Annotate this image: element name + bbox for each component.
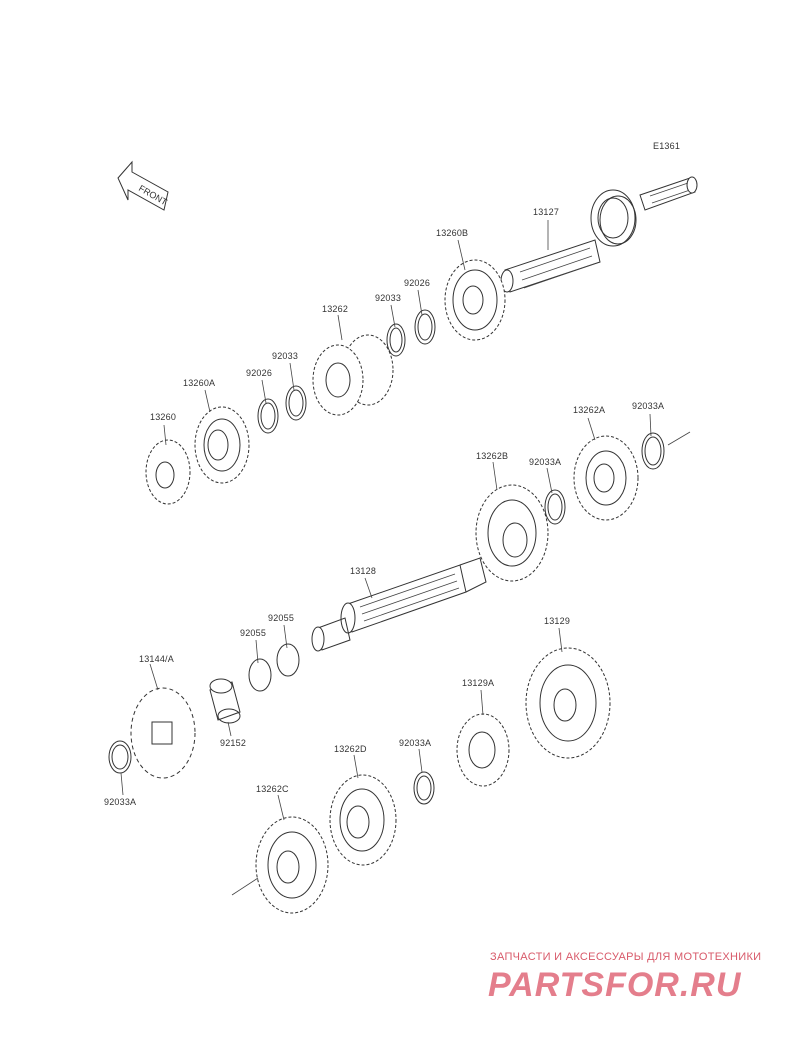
gear-13129-icon xyxy=(525,647,611,759)
label-13144a: 13144/A xyxy=(139,654,174,664)
sprocket-13144a-icon xyxy=(130,687,196,779)
label-92033-upper: 92033 xyxy=(375,293,402,303)
shaft-13127 xyxy=(500,176,698,293)
label-13262d: 13262D xyxy=(334,744,367,754)
label-92026-mid: 92026 xyxy=(246,368,273,378)
label-92055-b: 92055 xyxy=(240,628,267,638)
circlip-92033a-right-icon xyxy=(544,489,566,525)
oring-92055-b-icon xyxy=(248,658,272,692)
gear-13262-icon xyxy=(312,334,394,416)
oring-92055-a-icon xyxy=(276,643,300,677)
label-92033-mid: 92033 xyxy=(272,351,299,361)
watermark-tagline: ЗАПЧАСТИ И АКСЕССУАРЫ ДЛЯ МОТОТЕХНИКИ xyxy=(490,951,762,963)
label-13262b: 13262B xyxy=(476,451,509,461)
label-13128: 13128 xyxy=(350,566,377,576)
label-13260b: 13260B xyxy=(436,228,469,238)
gear-13260-icon xyxy=(145,439,191,505)
label-92033a-left: 92033A xyxy=(104,797,137,807)
ring-92026-mid-icon xyxy=(257,398,279,434)
label-13260: 13260 xyxy=(150,412,177,422)
label-13127: 13127 xyxy=(533,207,560,217)
circlip-92033a-left-icon xyxy=(108,740,132,774)
label-13262c: 13262C xyxy=(256,784,289,794)
gear-13262a-icon xyxy=(573,435,639,521)
label-92033a-lower: 92033A xyxy=(399,738,432,748)
gear-13260b-icon xyxy=(444,259,506,341)
watermark-logo: PARTSFOR.RU xyxy=(488,966,742,1004)
circlip-92033a-upper-icon xyxy=(641,432,665,470)
front-arrow-icon: FRONT xyxy=(117,160,169,211)
label-13260a: 13260A xyxy=(183,378,216,388)
gear-13129a-icon xyxy=(456,713,510,787)
label-13262a: 13262A xyxy=(573,405,606,415)
collar-92152-icon xyxy=(209,678,241,724)
label-92033a-right: 92033A xyxy=(529,457,562,467)
circlip-92033-upper-icon xyxy=(386,323,406,357)
circlip-92033-mid-icon xyxy=(285,385,307,421)
label-13129a: 13129A xyxy=(462,678,495,688)
label-13129: 13129 xyxy=(544,616,571,626)
shaft-13128 xyxy=(311,557,487,652)
circlip-92033a-lower-icon xyxy=(413,771,435,805)
gear-13262b-icon xyxy=(475,484,549,582)
gear-13262c-icon xyxy=(255,816,329,914)
label-92033a-upper: 92033A xyxy=(632,401,665,411)
label-92026-upper: 92026 xyxy=(404,278,431,288)
label-92055-a: 92055 xyxy=(268,613,295,623)
gear-13262d-icon xyxy=(329,774,397,866)
label-92152: 92152 xyxy=(220,738,247,748)
leader-lines xyxy=(120,220,652,821)
label-13262: 13262 xyxy=(322,304,349,314)
diagram-reference: E1361 xyxy=(653,141,681,151)
ring-92026-upper-icon xyxy=(414,309,436,345)
gear-13260a-icon xyxy=(194,406,250,484)
gear-13127-integral xyxy=(590,189,637,247)
